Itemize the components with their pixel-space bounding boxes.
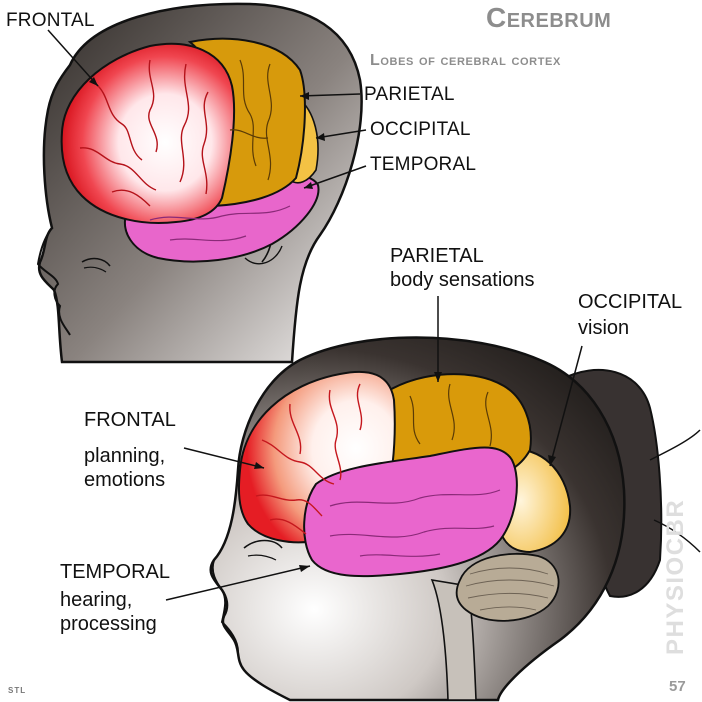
page-subtitle: Lobes of cerebral cortex — [370, 52, 561, 70]
top-label-frontal: FRONTAL — [6, 10, 95, 32]
bottom-label-temporal: TEMPORAL — [60, 560, 170, 585]
page-number: 57 — [669, 678, 686, 695]
bottom-label-parietal: PARIETAL — [390, 244, 484, 269]
watermark: PHYSIOCBR — [662, 499, 690, 655]
page-title: Cerebrum — [486, 2, 611, 34]
top-label-parietal: PARIETAL — [364, 84, 455, 106]
bottom-label-temporal-function-1: hearing, — [60, 588, 132, 613]
bottom-label-parietal-function: body sensations — [390, 268, 535, 293]
bottom-label-occipital: OCCIPITAL — [578, 290, 682, 315]
bottom-label-frontal-function-1: planning, — [84, 444, 165, 469]
artist-credit: STL — [8, 686, 26, 695]
bottom-label-temporal-function-2: processing — [60, 612, 157, 637]
bottom-label-frontal-function-2: emotions — [84, 468, 165, 493]
top-label-temporal: TEMPORAL — [370, 154, 476, 176]
bottom-label-occipital-function: vision — [578, 316, 629, 341]
bottom-label-frontal: FRONTAL — [84, 408, 176, 433]
top-label-occipital: OCCIPITAL — [370, 119, 471, 141]
